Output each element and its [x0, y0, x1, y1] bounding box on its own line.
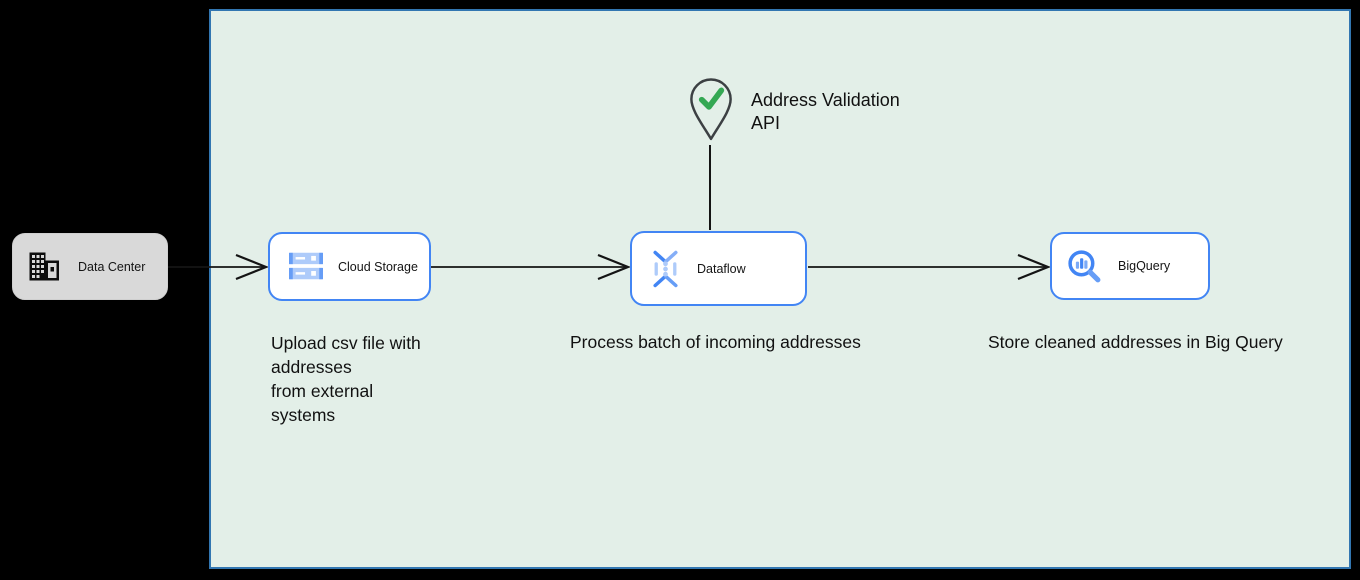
note-process-batch: Process batch of incoming addresses	[570, 332, 861, 352]
bigquery-icon	[1066, 248, 1103, 285]
map-pin-check-icon	[690, 78, 732, 141]
node-label: Dataflow	[697, 261, 746, 276]
cloud-storage-icon	[289, 252, 323, 281]
node-label: Data Center	[78, 259, 146, 274]
node-bigquery[interactable]: BigQuery	[1050, 232, 1210, 300]
address-validation-marker[interactable]	[689, 78, 733, 142]
node-label: Cloud Storage	[338, 259, 418, 274]
note-store-cleaned: Store cleaned addresses in Big Query	[988, 332, 1283, 352]
node-label: BigQuery	[1118, 259, 1171, 273]
building-icon	[29, 252, 60, 281]
note-upload-csv: Upload csv file with addresses from exte…	[271, 333, 421, 425]
node-data-center[interactable]: Data Center	[12, 233, 168, 300]
node-dataflow[interactable]: Dataflow	[630, 231, 807, 306]
node-cloud-storage[interactable]: Cloud Storage	[268, 232, 431, 301]
api-marker-label: Address Validation API	[751, 90, 900, 133]
dataflow-icon	[649, 249, 682, 289]
